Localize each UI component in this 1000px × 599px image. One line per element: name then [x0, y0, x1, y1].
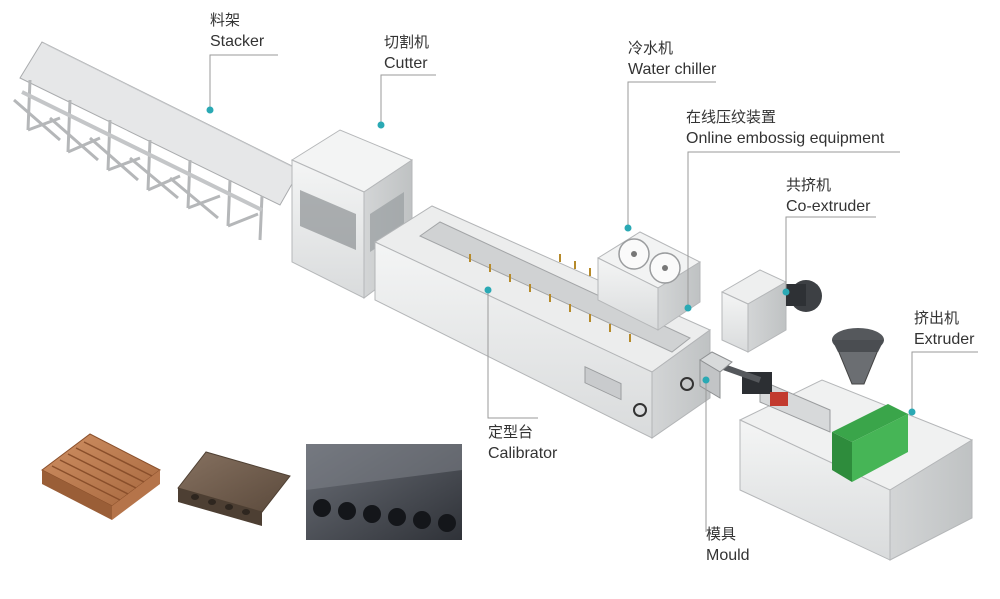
- water-chiller-machine: [596, 231, 702, 331]
- label-calibrator: 定型台 Calibrator: [488, 422, 557, 464]
- mould-part: [699, 351, 733, 399]
- label-embossing: 在线压纹装置 Online embossig equipment: [686, 107, 884, 149]
- dot-calibrator: [484, 286, 492, 294]
- leader-extruder: [911, 351, 978, 412]
- label-embossing-zh: 在线压纹装置: [686, 108, 777, 126]
- product-sample-profile-closeup: [306, 444, 462, 540]
- dot-coextruder: [782, 288, 790, 296]
- label-mould: 模具 Mould: [706, 524, 750, 566]
- label-coextruder: 共挤机 Co-extruder: [786, 175, 870, 217]
- label-mould-en: Mould: [706, 547, 750, 564]
- dot-stacker: [206, 106, 214, 114]
- calibrator-machine: [373, 205, 711, 439]
- product-sample-embossed-board: [177, 451, 291, 526]
- leader-chiller: [627, 81, 716, 228]
- label-stacker: 料架 Stacker: [210, 10, 264, 52]
- label-chiller-en: Water chiller: [628, 61, 717, 78]
- label-calibrator-en: Calibrator: [488, 445, 558, 462]
- dot-extruder: [908, 408, 916, 416]
- label-extruder-en: Extruder: [914, 331, 975, 348]
- label-chiller-zh: 冷水机: [628, 39, 674, 57]
- dot-embossing: [684, 304, 692, 312]
- dot-chiller: [624, 224, 632, 232]
- label-cutter: 切割机 Cutter: [384, 32, 429, 74]
- label-chiller: 冷水机 Water chiller: [628, 38, 716, 80]
- leader-stacker: [209, 54, 278, 110]
- dot-cutter: [377, 121, 385, 129]
- dot-mould: [702, 376, 710, 384]
- label-stacker-zh: 料架: [210, 11, 241, 29]
- leader-embossing: [687, 151, 900, 308]
- label-mould-zh: 模具: [706, 525, 737, 543]
- product-sample-hollow-deck-board: [41, 433, 161, 520]
- label-cutter-en: Cutter: [384, 55, 428, 72]
- label-stacker-en: Stacker: [210, 33, 265, 50]
- leader-coextruder: [785, 216, 876, 292]
- stacker-machine: [13, 41, 302, 241]
- leader-cutter: [380, 74, 436, 125]
- leader-calibrator: [487, 290, 538, 419]
- label-cutter-zh: 切割机: [384, 33, 430, 51]
- label-extruder-zh: 挤出机: [914, 309, 960, 327]
- label-calibrator-zh: 定型台: [488, 423, 534, 441]
- extruder-machine: [738, 328, 974, 561]
- label-embossing-en: Online embossig equipment: [686, 130, 885, 147]
- label-coextruder-zh: 共挤机: [786, 176, 832, 194]
- leader-lines: [209, 54, 978, 532]
- cutter-machine: [290, 129, 414, 299]
- leader-dots: [206, 106, 916, 416]
- label-coextruder-en: Co-extruder: [786, 198, 871, 215]
- label-extruder: 挤出机 Extruder: [914, 308, 974, 350]
